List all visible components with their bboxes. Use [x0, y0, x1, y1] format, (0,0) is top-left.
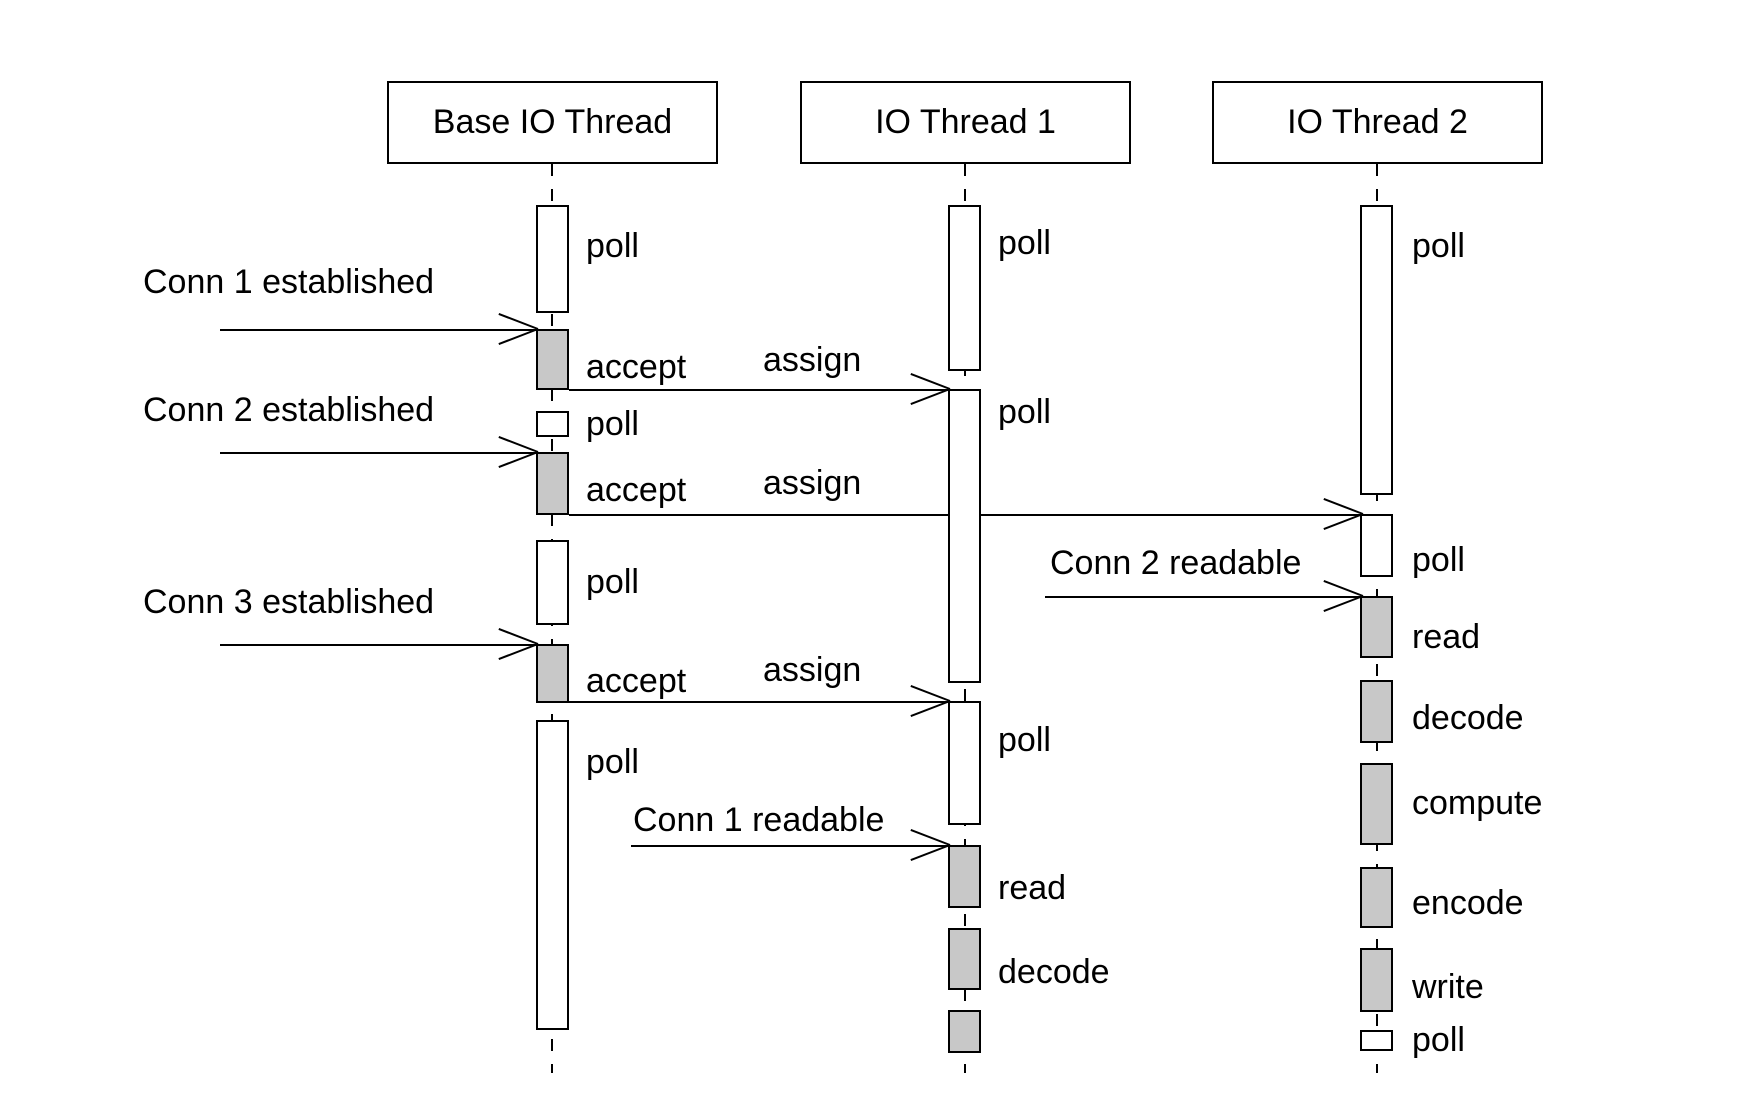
arrowhead-stroke	[910, 700, 951, 717]
op-label-base-accept-2: accept	[586, 471, 687, 509]
op-label-base-poll-2: poll	[586, 405, 639, 443]
arrowhead-stroke	[910, 373, 951, 390]
op-label-thread1-poll-3: poll	[998, 721, 1051, 759]
op-label-thread2-encode: encode	[1412, 884, 1524, 922]
op-label-base-accept-3: accept	[586, 662, 687, 700]
arrow-conn1-readable	[631, 829, 951, 861]
activation-base-accept-2	[536, 452, 569, 515]
arrowhead-stroke	[498, 628, 539, 645]
activation-thread2-poll-1	[1360, 205, 1393, 495]
activation-thread1-continuing	[948, 1010, 981, 1053]
arrowhead-stroke	[910, 685, 951, 702]
activation-base-poll-4	[536, 720, 569, 1030]
arrow-conn2-readable	[1045, 580, 1364, 612]
op-label-base-accept-1: accept	[586, 348, 687, 386]
op-label-thread1-poll-2: poll	[998, 393, 1051, 431]
op-label-thread2-poll-1: poll	[1412, 227, 1465, 265]
arrowhead-stroke	[910, 844, 951, 861]
activation-base-poll-3	[536, 540, 569, 625]
arrowhead-stroke	[910, 388, 951, 405]
arrow-assign-3	[569, 685, 951, 717]
message-label-conn2-established: Conn 2 established	[143, 391, 435, 429]
message-label-assign-2: assign	[763, 464, 862, 502]
activation-thread1-poll-2	[948, 389, 981, 683]
thread-header-base-io-thread: Base IO Thread	[387, 81, 718, 164]
message-label-conn2-readable: Conn 2 readable	[1050, 544, 1302, 582]
arrowhead-stroke	[1323, 513, 1364, 530]
op-label-base-poll-1: poll	[586, 227, 639, 265]
arrowhead-stroke	[1323, 498, 1364, 515]
arrowhead-stroke	[498, 436, 539, 453]
activation-base-poll-2	[536, 411, 569, 437]
op-label-base-poll-3: poll	[586, 563, 639, 601]
activation-thread1-poll-1	[948, 205, 981, 371]
op-label-thread2-read: read	[1412, 618, 1481, 656]
op-label-thread2-poll-2: poll	[1412, 541, 1465, 579]
thread-header-label: IO Thread 2	[1287, 103, 1468, 141]
arrow-assign-1	[569, 373, 951, 405]
activation-thread2-write	[1360, 948, 1393, 1012]
activation-thread1-poll-3	[948, 701, 981, 825]
thread-header-label: IO Thread 1	[875, 103, 1056, 141]
op-label-thread2-write: write	[1412, 968, 1484, 1006]
op-label-thread2-poll-3: poll	[1412, 1021, 1465, 1059]
arrowhead-stroke	[1323, 595, 1364, 612]
message-label-assign-1: assign	[763, 341, 862, 379]
message-label-conn1-established: Conn 1 established	[143, 263, 435, 301]
op-label-thread2-decode: decode	[1412, 699, 1524, 737]
arrowhead-stroke	[910, 829, 951, 846]
activation-thread2-read	[1360, 596, 1393, 658]
activation-thread2-encode	[1360, 867, 1393, 928]
op-label-base-poll-4: poll	[586, 743, 639, 781]
activation-base-poll-1	[536, 205, 569, 313]
arrowhead-stroke	[498, 313, 539, 330]
arrow-conn1-established	[220, 313, 539, 345]
thread-header-label: Base IO Thread	[432, 103, 673, 141]
activation-thread2-compute	[1360, 763, 1393, 845]
arrowhead-stroke	[498, 328, 539, 345]
activation-base-accept-3	[536, 644, 569, 703]
op-label-thread1-read: read	[998, 869, 1067, 907]
thread-header-io-thread-2: IO Thread 2	[1212, 81, 1543, 164]
op-label-thread1-poll-1: poll	[998, 224, 1051, 262]
activation-thread2-poll-2	[1360, 514, 1393, 577]
message-label-conn1-readable: Conn 1 readable	[633, 801, 885, 839]
activation-base-accept-1	[536, 329, 569, 390]
arrow-conn2-established	[220, 436, 539, 468]
arrowhead-stroke	[498, 643, 539, 660]
arrow-conn3-established	[220, 628, 539, 660]
activation-thread1-decode	[948, 928, 981, 990]
message-label-conn3-established: Conn 3 established	[143, 583, 435, 621]
activation-thread1-read	[948, 845, 981, 908]
arrowhead-stroke	[498, 451, 539, 468]
activation-thread2-poll-3	[1360, 1030, 1393, 1051]
op-label-thread2-compute: compute	[1412, 784, 1543, 822]
activation-thread2-decode	[1360, 680, 1393, 743]
thread-header-io-thread-1: IO Thread 1	[800, 81, 1131, 164]
op-label-thread1-decode: decode	[998, 953, 1110, 991]
arrowhead-stroke	[1323, 580, 1364, 597]
message-label-assign-3: assign	[763, 651, 862, 689]
